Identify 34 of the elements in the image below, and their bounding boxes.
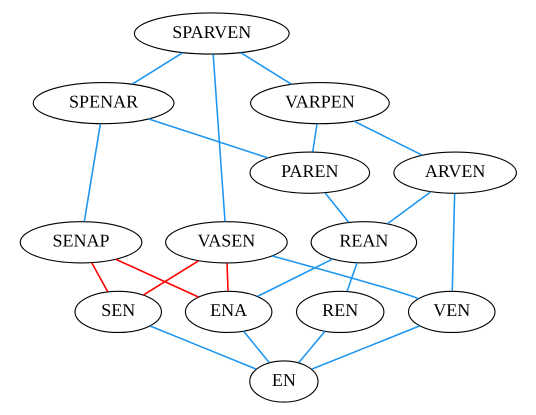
node-ellipse: VARPEN — [250, 82, 390, 124]
connector — [83, 124, 101, 222]
node-ellipse: SENAP — [19, 221, 142, 264]
node-ellipse: EN — [248, 360, 318, 403]
node-ellipse: SEN — [74, 290, 162, 334]
connector — [353, 120, 422, 156]
connector — [386, 191, 431, 224]
node-ellipse: VASEN — [164, 221, 288, 264]
connector — [298, 330, 325, 363]
node-ellipse: REAN — [310, 221, 417, 264]
connector — [90, 262, 108, 292]
connector — [115, 258, 198, 298]
connector — [132, 52, 182, 85]
node-ellipse: VEN — [407, 290, 496, 334]
connector — [324, 192, 349, 223]
node-ellipse: ARVEN — [392, 152, 516, 194]
connector — [142, 260, 198, 296]
connector — [311, 325, 420, 370]
connector — [450, 193, 455, 291]
connector — [240, 52, 292, 85]
connector — [212, 54, 226, 222]
connector — [312, 124, 318, 152]
connector — [346, 262, 358, 292]
connector — [256, 258, 332, 298]
node-ellipse: PAREN — [248, 152, 370, 194]
connector — [226, 263, 228, 291]
connector — [242, 330, 270, 363]
connector — [148, 118, 268, 159]
node-ellipse: ENA — [184, 290, 272, 334]
node-ellipse: SPENAR — [32, 82, 174, 124]
connector — [149, 325, 256, 370]
connector — [272, 255, 418, 300]
node-ellipse: REN — [295, 290, 384, 334]
node-ellipse: SPARVEN — [133, 12, 290, 55]
